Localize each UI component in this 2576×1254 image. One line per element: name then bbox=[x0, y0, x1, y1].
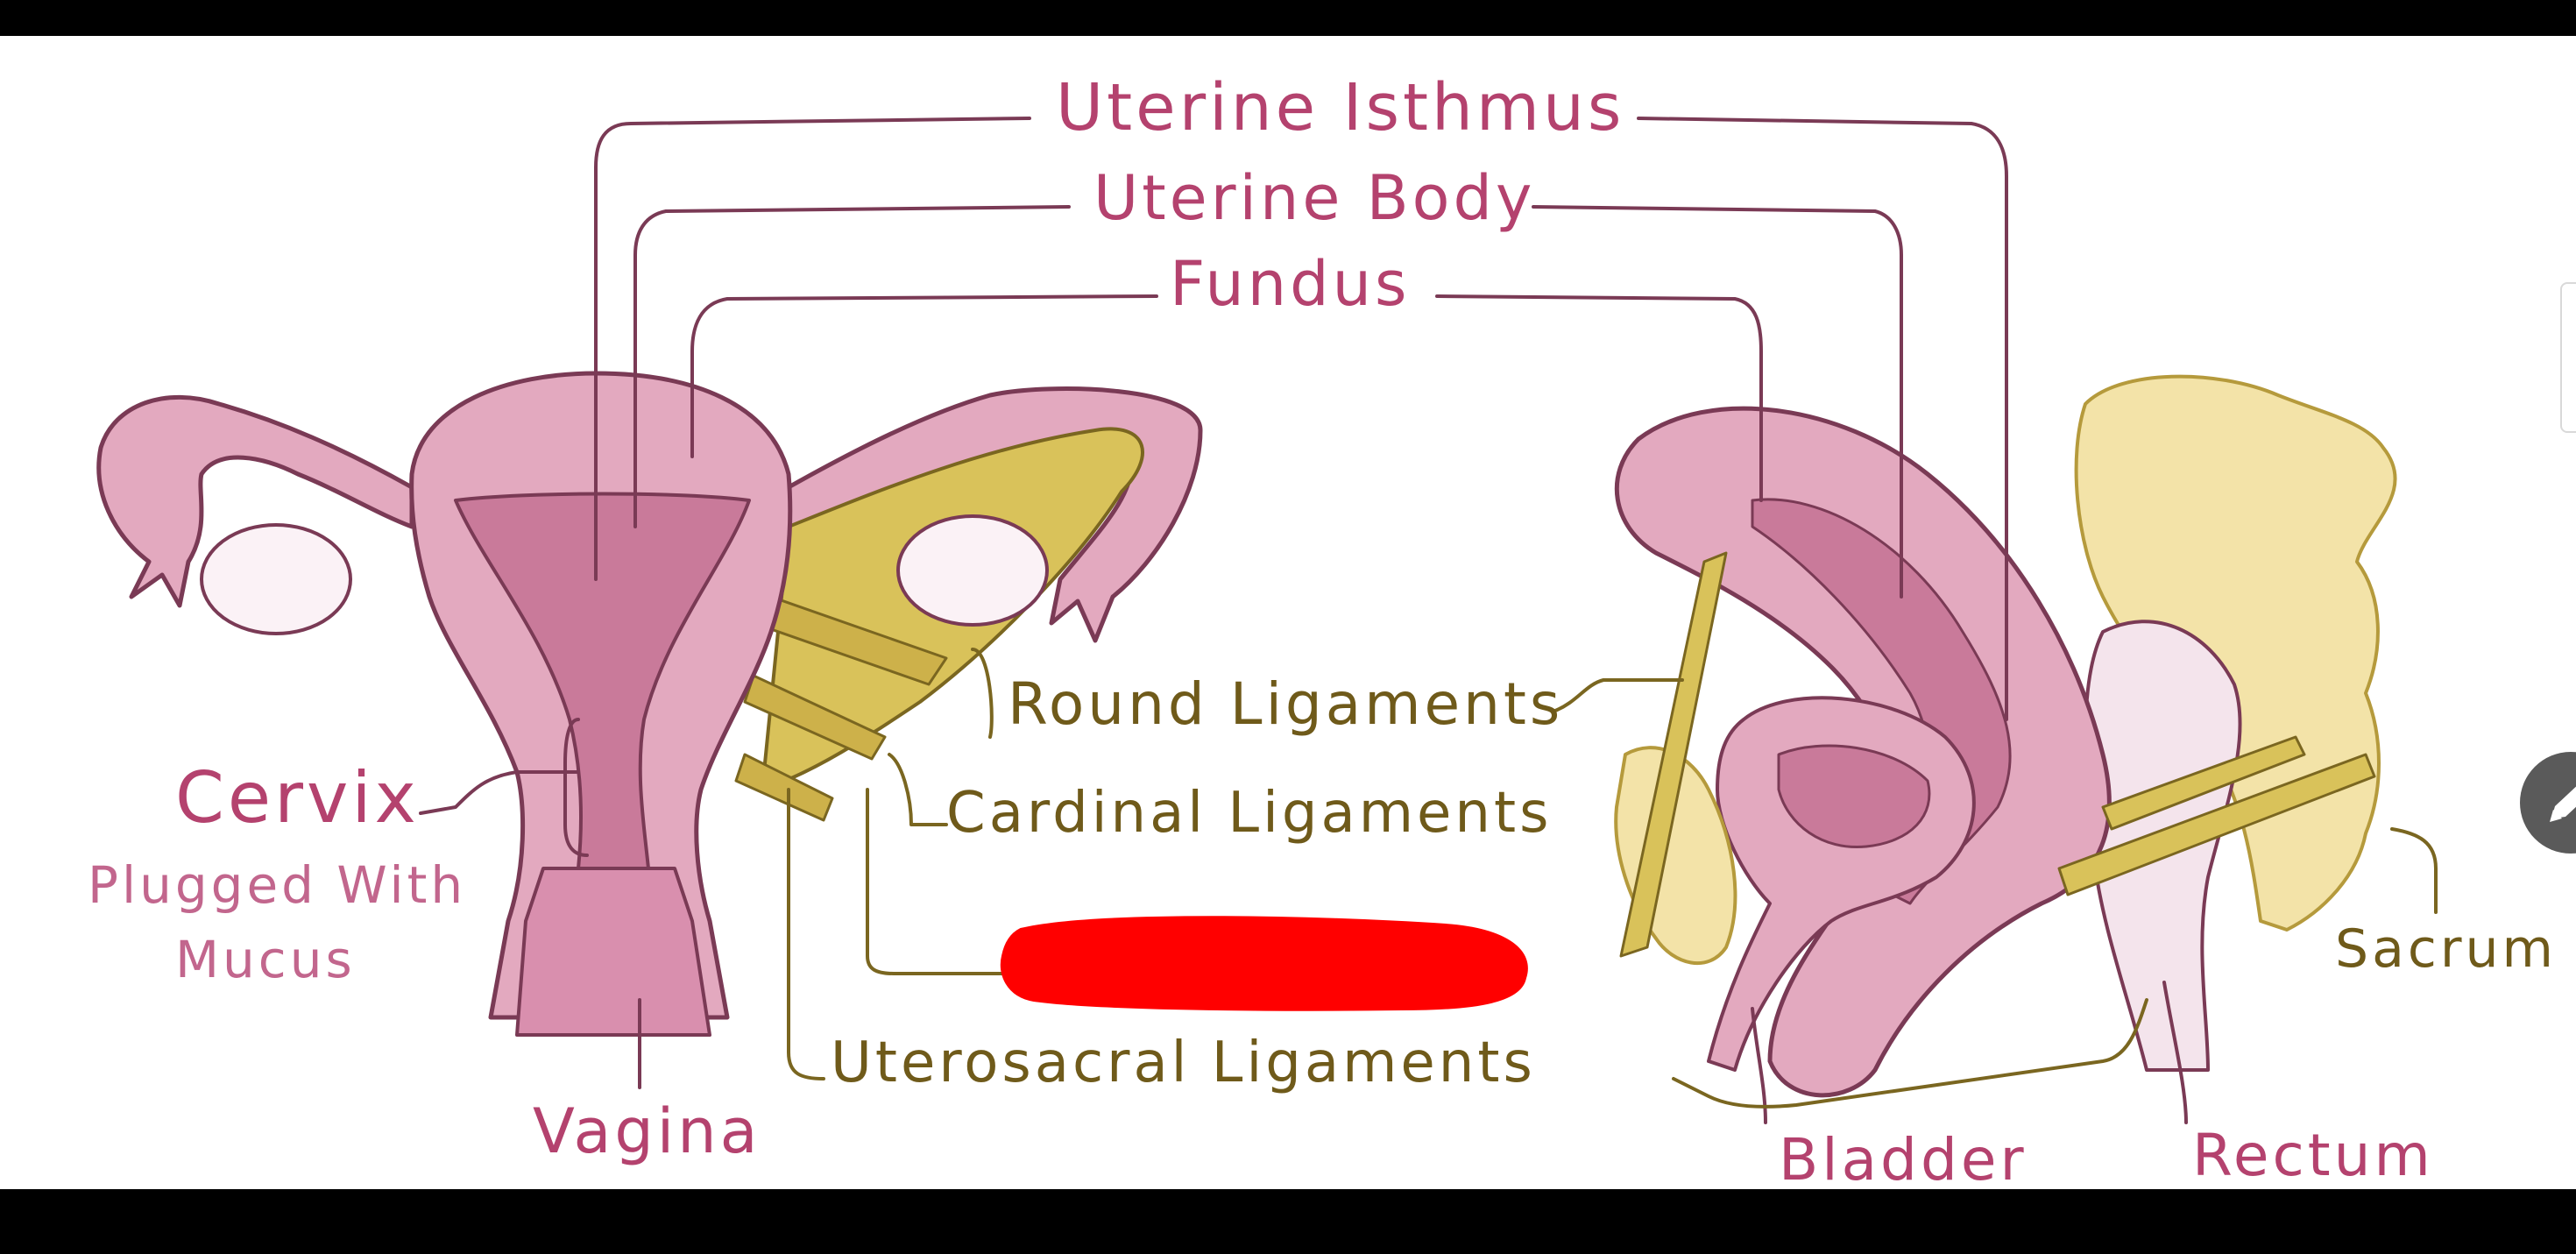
side-panel-tab[interactable] bbox=[2560, 282, 2576, 433]
uterosacral-ligament-band bbox=[734, 753, 834, 822]
right-ovary bbox=[896, 514, 1049, 627]
leader-sacrum bbox=[2390, 827, 2438, 914]
label-sacrum: Sacrum bbox=[2335, 918, 2557, 980]
leader-redacted bbox=[866, 788, 1009, 975]
label-cervix-note-1: Plugged With bbox=[88, 855, 467, 915]
label-uterosacral-ligaments: Uterosacral Ligaments bbox=[831, 1031, 1536, 1095]
leader-uterine-isthmus bbox=[594, 117, 2008, 721]
label-cervix: Cervix bbox=[175, 757, 420, 839]
redaction-mark bbox=[1000, 916, 1528, 1011]
uterosacral-ligament-sagittal bbox=[2057, 753, 2376, 896]
label-fundus: Fundus bbox=[1170, 248, 1411, 320]
leader-rectum bbox=[2162, 981, 2188, 1124]
diagram-canvas: Uterine Isthmus Uterine Body Fundus Roun… bbox=[0, 36, 2576, 1189]
pencil-icon bbox=[2550, 786, 2576, 822]
label-cardinal-ligaments: Cardinal Ligaments bbox=[946, 781, 1553, 846]
leader-uterosacral-ligaments bbox=[787, 788, 2148, 1109]
label-bladder: Bladder bbox=[1779, 1126, 2028, 1189]
left-fallopian-tube bbox=[96, 394, 414, 608]
cardinal-ligament-band bbox=[743, 674, 887, 761]
bladder-inner bbox=[1777, 744, 1931, 849]
label-cervix-note-2: Mucus bbox=[175, 930, 356, 989]
round-ligament-sagittal bbox=[1619, 551, 1728, 958]
label-vagina: Vagina bbox=[533, 1095, 761, 1167]
leader-bladder bbox=[1751, 1007, 1767, 1124]
label-uterine-isthmus: Uterine Isthmus bbox=[1056, 70, 1625, 145]
uterus-sagittal bbox=[1614, 406, 2112, 1098]
leader-cardinal-ligaments bbox=[888, 753, 948, 826]
label-uterine-body: Uterine Body bbox=[1093, 162, 1536, 234]
leader-fundus bbox=[690, 294, 1763, 502]
label-round-ligaments: Round Ligaments bbox=[1008, 670, 1564, 738]
vagina-frontal bbox=[515, 867, 711, 1037]
uterine-cavity bbox=[454, 492, 751, 870]
cardinal-ligament-sagittal bbox=[2101, 735, 2306, 831]
leader-uterine-body bbox=[633, 205, 1903, 599]
leader-cervix bbox=[419, 718, 589, 857]
leader-round-ligaments bbox=[971, 648, 1684, 739]
left-ovary bbox=[200, 523, 352, 635]
anatomy-illustration bbox=[96, 117, 2438, 1124]
label-rectum: Rectum bbox=[2192, 1122, 2434, 1189]
